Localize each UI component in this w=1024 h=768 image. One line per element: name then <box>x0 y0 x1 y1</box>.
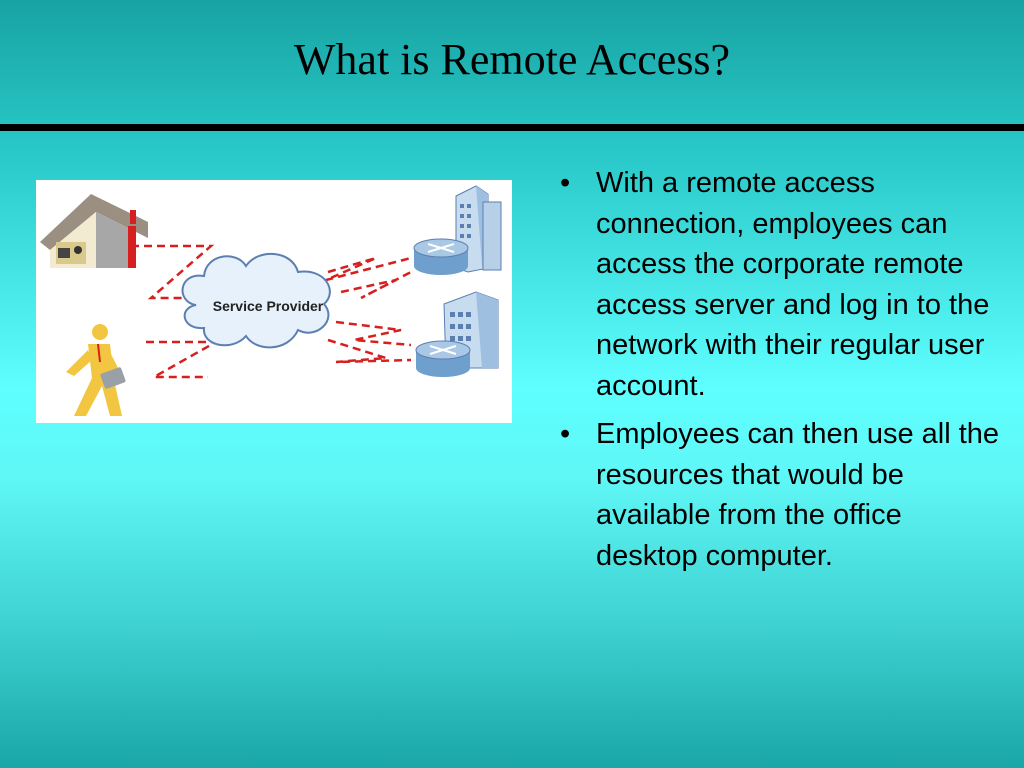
remote-access-diagram: Service Provider <box>36 180 512 423</box>
slide-title: What is Remote Access? <box>293 35 731 84</box>
bullet-text: Employees can then use all the resources… <box>596 418 1000 572</box>
bullet-item: • Employees can then use all the resourc… <box>558 414 1010 576</box>
router-icon <box>413 238 469 275</box>
link-cloud-to-hq2-b <box>327 338 412 364</box>
cloud-label: Service Provider <box>213 298 324 314</box>
home-office-icon <box>40 194 148 268</box>
router-icon <box>415 340 471 377</box>
diagram-svg: Service Provider <box>40 185 502 416</box>
link-home-to-cloud <box>131 244 215 300</box>
bullet-marker: • <box>560 167 571 199</box>
link-cloud-to-hq1-b <box>340 270 412 300</box>
bullet-list: • With a remote access connection, emplo… <box>558 163 1010 584</box>
cloud-icon: Service Provider <box>181 252 331 349</box>
link-mobile-to-cloud <box>146 340 221 379</box>
bullet-marker: • <box>560 418 571 450</box>
bullet-text: With a remote access connection, employe… <box>596 167 990 402</box>
title-divider <box>0 124 1024 131</box>
mobile-worker-icon <box>66 324 126 416</box>
wan-links <box>131 244 412 379</box>
bullet-item: • With a remote access connection, emplo… <box>558 163 1010 406</box>
building-icon <box>443 291 499 369</box>
link-cloud-to-hq1 <box>325 256 412 282</box>
link-cloud-to-hq2 <box>335 320 412 347</box>
